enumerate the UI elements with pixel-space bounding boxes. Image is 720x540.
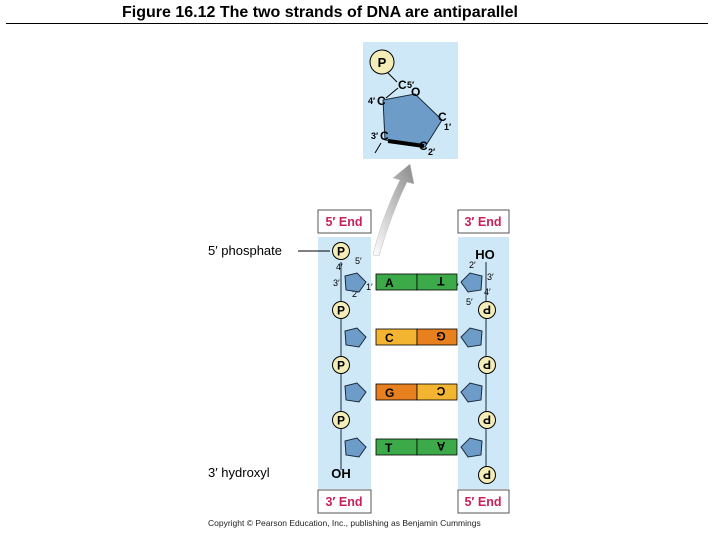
right-phosphate-3: P <box>478 411 496 429</box>
left-prime-4: 4′ <box>336 262 343 272</box>
right-top-end-label: 3′ End <box>464 215 501 229</box>
left-prime-1: 1′ <box>366 282 373 292</box>
left-prime-2: 2′ <box>352 289 359 299</box>
right-phosphate-4: P <box>478 466 496 484</box>
left-top-end-box: 5′ End <box>317 209 372 234</box>
title-underline <box>6 23 708 24</box>
left-top-end-label: 5′ End <box>325 215 362 229</box>
svg-text:P: P <box>337 359 345 373</box>
right-top-end-box: 3′ End <box>457 209 510 234</box>
right-bottom-end-box: 5′ End <box>457 489 510 514</box>
right-phosphate-1: P <box>478 301 496 319</box>
left-base-letter-3: G <box>385 386 394 400</box>
inset-c3-prime: 3′ <box>371 131 378 141</box>
left-base-4 <box>375 438 418 456</box>
left-terminal-hydroxyl: OH <box>331 466 351 481</box>
figure-title: Figure 16.12 The two strands of DNA are … <box>122 4 518 21</box>
inset-c4-atom: C <box>377 94 386 108</box>
right-bottom-end-label: 5′ End <box>464 495 501 509</box>
inset-c2-atom: C <box>419 139 428 153</box>
right-sugar-2 <box>460 327 483 348</box>
right-prime-5: 5′ <box>466 297 473 307</box>
svg-text:P: P <box>337 304 345 318</box>
inset-c1-prime: 1′ <box>444 122 451 132</box>
right-phosphate-2: P <box>478 356 496 374</box>
inset-c1-atom: C <box>438 110 447 124</box>
left-base-letter-1: A <box>385 276 394 290</box>
right-base-letter-3: C <box>436 384 445 398</box>
left-base-letter-4: T <box>385 441 393 455</box>
inset-c5-atom: C <box>398 78 407 92</box>
left-prime-3: 3′ <box>333 278 340 288</box>
svg-text:P: P <box>337 245 345 259</box>
svg-text:P: P <box>337 414 345 428</box>
right-base-1 <box>416 273 458 291</box>
right-base-letter-2: G <box>436 329 445 343</box>
left-phosphate-3: P <box>332 356 350 374</box>
left-base-3 <box>375 383 418 401</box>
left-phosphate-2: P <box>332 301 350 319</box>
inset-ring-front-edge <box>387 139 425 148</box>
right-prime-3: 3′ <box>487 272 494 282</box>
backbone-layer: P P P P P P P P <box>332 242 496 484</box>
svg-text:P: P <box>483 413 491 427</box>
left-base-2 <box>375 328 418 346</box>
right-terminal-hydroxyl: HO <box>475 247 495 262</box>
inset-c5-bond <box>385 87 399 99</box>
copyright-notice: Copyright © Pearson Education, Inc., pub… <box>208 518 481 528</box>
left-sugar-2 <box>344 327 367 348</box>
inset-c5-prime: 5′ <box>407 80 414 90</box>
left-bottom-end-label: 3′ End <box>325 495 362 509</box>
right-sugar-4 <box>460 437 483 458</box>
inset-sugar-ring <box>382 93 443 148</box>
three-prime-hydroxyl-label: 3′ hydroxyl <box>208 465 270 480</box>
svg-text:P: P <box>483 303 491 317</box>
right-sugar-3 <box>460 382 483 403</box>
svg-text:P: P <box>483 468 491 482</box>
svg-text:P: P <box>378 55 387 70</box>
left-prime-5: 5′ <box>355 256 362 266</box>
left-base-1 <box>375 273 418 291</box>
left-sugar-3 <box>344 382 367 403</box>
right-base-3 <box>416 383 458 401</box>
left-sugar-1 <box>344 272 367 293</box>
right-base-2 <box>416 328 458 346</box>
inset-c3-atom: C <box>380 129 389 143</box>
right-prime-2: 2′ <box>469 260 476 270</box>
svg-text:P: P <box>483 358 491 372</box>
inset-c4-prime: 4′ <box>368 96 375 106</box>
inset-oxygen-atom: O <box>411 85 420 99</box>
left-base-letter-2: C <box>385 331 394 345</box>
inset-3-bond <box>374 142 382 154</box>
left-sugar-4 <box>344 437 367 458</box>
right-sugar-1 <box>460 272 483 293</box>
five-prime-phosphate-label: 5′ phosphate <box>208 243 282 258</box>
left-phosphate-1: P <box>332 242 350 260</box>
zoom-arrow <box>372 163 415 257</box>
inset-phosphate-bond <box>387 72 398 83</box>
left-bottom-end-box: 3′ End <box>317 489 372 514</box>
left-phosphate-4: P <box>332 411 350 429</box>
right-base-letter-1: T <box>437 274 445 288</box>
right-base-letter-4: A <box>436 439 445 453</box>
inset-phosphate: P <box>369 49 395 75</box>
right-prime-4: 4′ <box>484 287 491 297</box>
right-base-4 <box>416 438 458 456</box>
inset-c2-prime: 2′ <box>428 147 435 157</box>
